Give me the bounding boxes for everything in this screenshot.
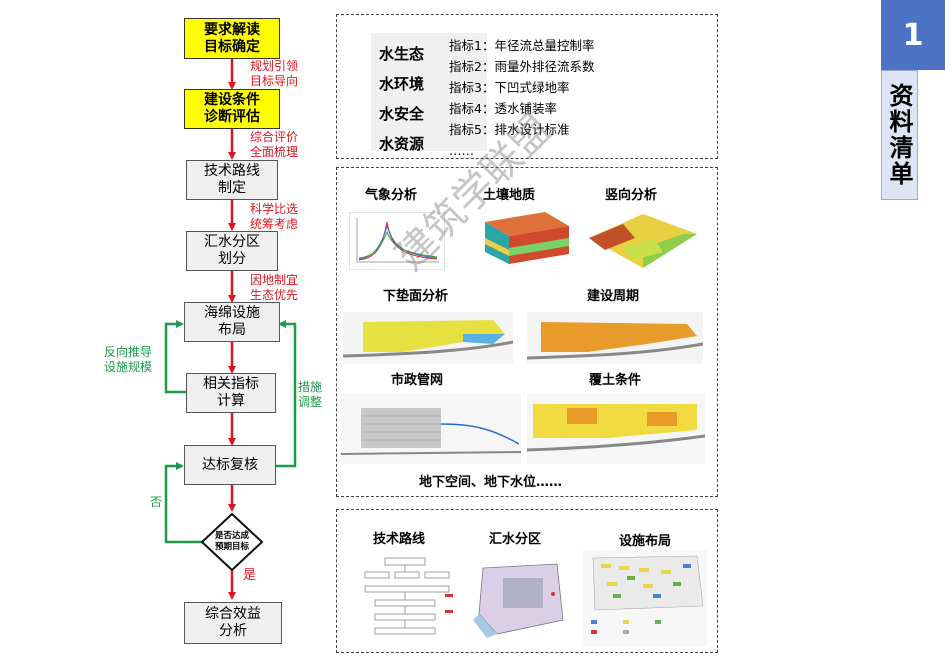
step-indicator-calc: 相关指标 计算 bbox=[186, 373, 276, 413]
title-climate: 气象分析 bbox=[365, 188, 418, 203]
arrow-reverse bbox=[164, 320, 186, 394]
arrow-adjust bbox=[276, 320, 297, 468]
category-water-environment: 水环境 bbox=[379, 75, 425, 93]
soil-geology-image bbox=[485, 212, 569, 264]
step-facility-layout: 海绵设施 布局 bbox=[184, 302, 280, 342]
category-water-resources: 水资源 bbox=[379, 135, 425, 153]
step-compliance-check: 达标复核 bbox=[184, 445, 276, 485]
step-tech-route: 技术路线 制定 bbox=[186, 160, 278, 200]
title-construction-period: 建设周期 bbox=[587, 289, 640, 304]
section-label: 资料清单 bbox=[881, 70, 918, 200]
indicator-list: 指标1：年径流总量控制率 指标2：雨量外排径流系数 指标3：下凹式绿地率 指标4… bbox=[449, 35, 594, 161]
indicator-5: 指标5：排水设计标准 bbox=[449, 122, 570, 137]
tech-route-image bbox=[355, 554, 457, 642]
section-tab: 1 资料清单 bbox=[881, 0, 945, 200]
climate-chart-image bbox=[349, 212, 445, 270]
section-number: 1 bbox=[881, 0, 945, 70]
terrain-image bbox=[589, 214, 697, 268]
arrow-no-loop bbox=[164, 462, 204, 544]
underlying-surface-image bbox=[343, 312, 513, 364]
label-measure-adjust: 措施 调整 bbox=[298, 380, 323, 409]
label-no: 否 bbox=[150, 495, 163, 509]
label-compare: 科学比选 统筹考虑 bbox=[250, 202, 299, 231]
indicator-1: 指标1：年径流总量控制率 bbox=[449, 38, 595, 53]
title-underlying-surface: 下垫面分析 bbox=[383, 289, 449, 304]
title-facility-layout: 设施布局 bbox=[619, 534, 672, 549]
title-vertical: 竖向分析 bbox=[605, 188, 658, 203]
decision-text: 是否达成 预期目标 bbox=[214, 531, 249, 552]
design-panel: 技术路线 汇水分区 设施布局 bbox=[336, 509, 718, 653]
label-yes: 是 bbox=[243, 568, 257, 583]
decision-diamond bbox=[200, 512, 264, 572]
step-benefit-analysis: 综合效益 分析 bbox=[184, 602, 282, 644]
facility-layout-image bbox=[583, 550, 707, 646]
category-list: 水生态 水环境 水安全 水资源 bbox=[379, 39, 424, 159]
indicator-4: 指标4：透水铺装率 bbox=[449, 101, 557, 116]
title-catchment: 汇水分区 bbox=[489, 532, 542, 547]
step-catchment: 汇水分区 划分 bbox=[186, 231, 278, 271]
title-tech-route: 技术路线 bbox=[373, 532, 426, 547]
indicator-bg bbox=[371, 33, 487, 151]
step-requirements: 要求解读 目标确定 bbox=[184, 18, 280, 59]
indicator-2: 指标2：雨量外排径流系数 bbox=[449, 59, 595, 74]
title-soil: 土壤地质 bbox=[483, 188, 536, 203]
municipal-pipes-image bbox=[341, 394, 521, 464]
label-plan-guide: 规划引领 目标导向 bbox=[250, 59, 299, 88]
step-conditions: 建设条件 诊断评估 bbox=[184, 89, 280, 129]
soil-cover-image bbox=[527, 394, 705, 464]
panel2-footer: 地下空间、地下水位…… bbox=[419, 475, 563, 490]
label-local-ecology: 因地制宜 生态优先 bbox=[250, 273, 299, 302]
category-water-safety: 水安全 bbox=[379, 105, 425, 123]
title-soil-cover: 覆土条件 bbox=[589, 373, 642, 388]
label-reverse-derive: 反向推导 设施规模 bbox=[104, 345, 153, 374]
category-water-ecology: 水生态 bbox=[379, 45, 425, 63]
indicator-more: …… bbox=[449, 143, 474, 158]
label-evaluate: 综合评价 全面梳理 bbox=[250, 130, 299, 159]
indicator-3: 指标3：下凹式绿地率 bbox=[449, 80, 570, 95]
construction-period-image bbox=[527, 312, 703, 364]
catchment-image bbox=[467, 554, 571, 642]
title-municipal-pipes: 市政管网 bbox=[391, 373, 444, 388]
indicator-panel: 水生态 水环境 水安全 水资源 指标1：年径流总量控制率 指标2：雨量外排径流系… bbox=[336, 14, 718, 159]
analysis-panel: 气象分析 土壤地质 竖向分析 下垫面分析 建设周期 市政管网 覆土条件 bbox=[336, 167, 718, 497]
